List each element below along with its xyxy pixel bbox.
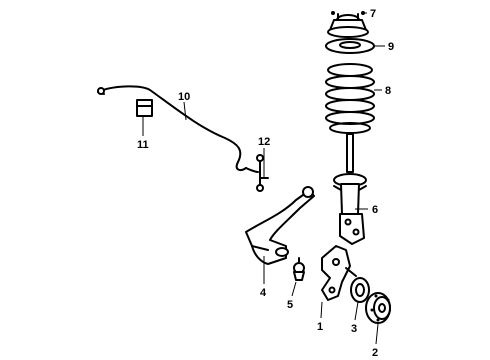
stabilizer-bushing <box>136 99 153 117</box>
leader-lines <box>142 12 385 345</box>
strut <box>333 133 367 245</box>
callout-2: 2 <box>372 347 378 359</box>
stabilizer-bar <box>97 85 247 171</box>
hub-and-bearing <box>365 292 391 324</box>
bushing <box>350 277 370 303</box>
callout-9: 9 <box>388 41 394 53</box>
callout-labels: 1 2 3 4 5 6 7 8 9 10 11 12 <box>137 8 394 359</box>
strut-mount <box>327 11 369 38</box>
callout-8: 8 <box>385 85 391 97</box>
spring-seat <box>325 38 375 54</box>
callout-1: 1 <box>317 321 323 333</box>
callout-6: 6 <box>372 204 378 216</box>
coil-spring <box>325 63 375 134</box>
callout-12: 12 <box>258 136 270 148</box>
callout-4: 4 <box>260 287 267 299</box>
callout-10: 10 <box>178 91 190 103</box>
lower-control-arm <box>245 186 315 265</box>
callout-7: 7 <box>370 8 376 20</box>
callout-3: 3 <box>351 323 357 335</box>
ball-joint <box>293 257 305 281</box>
steering-knuckle <box>321 245 357 301</box>
stabilizer-link <box>245 154 269 192</box>
callout-11: 11 <box>137 139 149 151</box>
callout-5: 5 <box>287 299 293 311</box>
